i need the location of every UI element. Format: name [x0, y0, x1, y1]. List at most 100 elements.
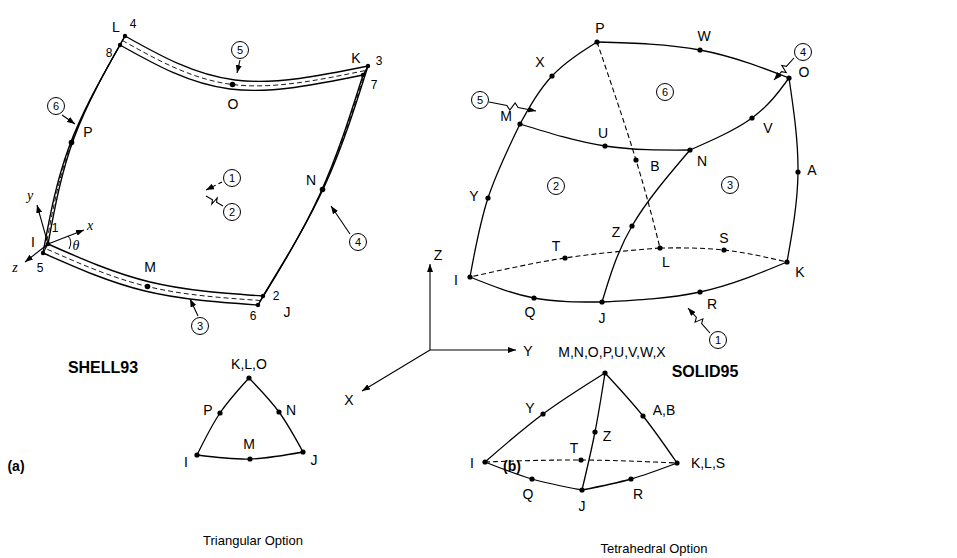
axis-label: Y	[523, 343, 532, 359]
node-letter: O	[228, 96, 239, 112]
solid-edge	[602, 262, 787, 302]
figure-title: SOLID95	[672, 363, 739, 381]
local-axis: x	[87, 218, 93, 234]
face-number-text: 4	[355, 237, 361, 248]
node-letter: Q	[525, 304, 536, 320]
face-number: 5	[471, 91, 489, 109]
solid-edge	[690, 78, 789, 150]
face-number-text: 1	[715, 335, 721, 346]
midside-node	[795, 169, 800, 174]
corner-node	[194, 452, 199, 457]
solid-edge	[597, 42, 789, 78]
hidden-edge	[597, 42, 660, 248]
face-number-text: 4	[800, 47, 806, 58]
node-letter: T	[570, 440, 579, 456]
midside-node	[320, 187, 326, 193]
corner-node	[118, 43, 122, 47]
global-x-axis	[362, 350, 430, 391]
midside-node	[276, 409, 281, 414]
global-z-axis	[429, 264, 430, 350]
solid-edge	[602, 150, 690, 302]
face-number-text: 5	[477, 95, 483, 106]
node-number: 1	[52, 221, 59, 235]
solid-edge	[520, 124, 690, 150]
local-axis: θ	[73, 238, 80, 254]
face-number: 2	[547, 177, 565, 195]
local-axis: y	[27, 188, 33, 204]
face-number-text: 3	[197, 321, 203, 332]
midside-node	[721, 247, 726, 252]
shell-edge	[123, 41, 366, 86]
face-number-text: 6	[662, 87, 668, 98]
corner-node	[602, 370, 607, 375]
global-y-axis	[430, 349, 516, 350]
midside-node	[217, 410, 222, 415]
corner-node	[41, 251, 45, 255]
corner-node	[687, 147, 692, 152]
solid-edge	[470, 124, 520, 277]
face-leader	[331, 206, 350, 234]
face-number-text: 6	[53, 101, 59, 112]
corner-node	[786, 75, 791, 80]
tetra-edge	[605, 373, 677, 463]
node-letter: I	[31, 234, 35, 250]
node-number: 7	[371, 78, 378, 92]
face-leader	[774, 58, 794, 80]
node-letter: Z	[612, 224, 621, 240]
local-axis: z	[12, 260, 17, 276]
node-letter: P	[203, 402, 212, 418]
shell-edge	[125, 36, 368, 81]
face-number: 4	[349, 233, 367, 251]
corner-node	[123, 34, 127, 38]
shell-edge	[261, 71, 366, 301]
face-leader	[62, 115, 75, 124]
triangle-edge	[197, 378, 249, 455]
hidden-edge	[660, 248, 787, 262]
shell-edge	[263, 66, 368, 296]
face-number: 4	[794, 43, 812, 61]
face-number-text: 2	[229, 207, 235, 218]
corner-node	[482, 459, 487, 464]
face-leader	[688, 308, 710, 333]
shell-edge	[43, 45, 120, 253]
node-letter: S	[719, 230, 728, 246]
node-letter: K,L,O	[231, 356, 267, 372]
node-letter: M,N,O,P,U,V,W,X	[558, 344, 665, 360]
node-letter: Y	[525, 400, 534, 416]
corner-node	[361, 73, 365, 77]
node-letter: K	[795, 264, 804, 280]
node-letter: X	[535, 54, 544, 70]
corner-node	[300, 449, 305, 454]
corner-node	[579, 487, 584, 492]
face-number: 6	[656, 83, 674, 101]
node-number: 4	[130, 17, 137, 31]
option-caption: Triangular Option	[203, 533, 303, 548]
solid-edge	[470, 277, 602, 302]
face-number: 1	[709, 331, 727, 349]
node-letter: R	[707, 296, 717, 312]
node-letter: M	[243, 436, 255, 452]
midside-node	[697, 47, 702, 52]
node-letter: B	[650, 158, 659, 174]
node-letter: J	[599, 310, 606, 326]
midside-node	[640, 413, 645, 418]
midside-node	[562, 255, 567, 260]
node-letter: P	[83, 124, 92, 140]
node-letter: A,B	[653, 402, 676, 418]
corner-node	[256, 303, 260, 307]
corner-node	[467, 274, 472, 279]
corner-node	[594, 39, 599, 44]
node-letter: W	[697, 28, 710, 44]
shell-edge	[258, 75, 363, 305]
midside-node	[529, 476, 534, 481]
local-y-axis	[37, 205, 48, 244]
tetra-edge	[582, 373, 605, 490]
node-letter: K	[351, 50, 360, 66]
node-letter: N	[286, 402, 296, 418]
midside-node	[145, 284, 151, 290]
corner-node	[246, 375, 251, 380]
axis-label: Z	[434, 247, 443, 263]
face-number-text: 3	[727, 180, 733, 191]
midside-node	[628, 476, 633, 481]
